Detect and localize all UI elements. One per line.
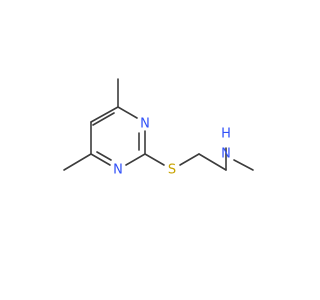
bond-c6-n1 bbox=[90, 153, 111, 166]
bond-n1-c2 bbox=[125, 153, 146, 166]
atom-hydrogen-on-amine: H bbox=[221, 127, 231, 142]
atom-nitrogen-amine: N bbox=[221, 147, 231, 162]
bond-c6-methyl bbox=[63, 153, 92, 171]
bond-c4-c5 bbox=[90, 106, 119, 123]
bond-s-ch2 bbox=[179, 153, 200, 166]
bond-ch2-ch2 bbox=[198, 153, 227, 171]
bond-c2-s bbox=[144, 153, 165, 166]
bond-n3-c4 bbox=[117, 106, 138, 119]
atom-nitrogen-n3: N bbox=[140, 117, 150, 132]
bond-nh-methyl bbox=[233, 159, 254, 171]
bond-c4-c5-inner bbox=[92, 112, 115, 126]
molecule-structure: N N S H N bbox=[63, 78, 254, 178]
atom-sulfur: S bbox=[168, 163, 176, 178]
atom-nitrogen-n1: N bbox=[113, 163, 123, 178]
bond-c6-n1-inner bbox=[96, 151, 112, 161]
